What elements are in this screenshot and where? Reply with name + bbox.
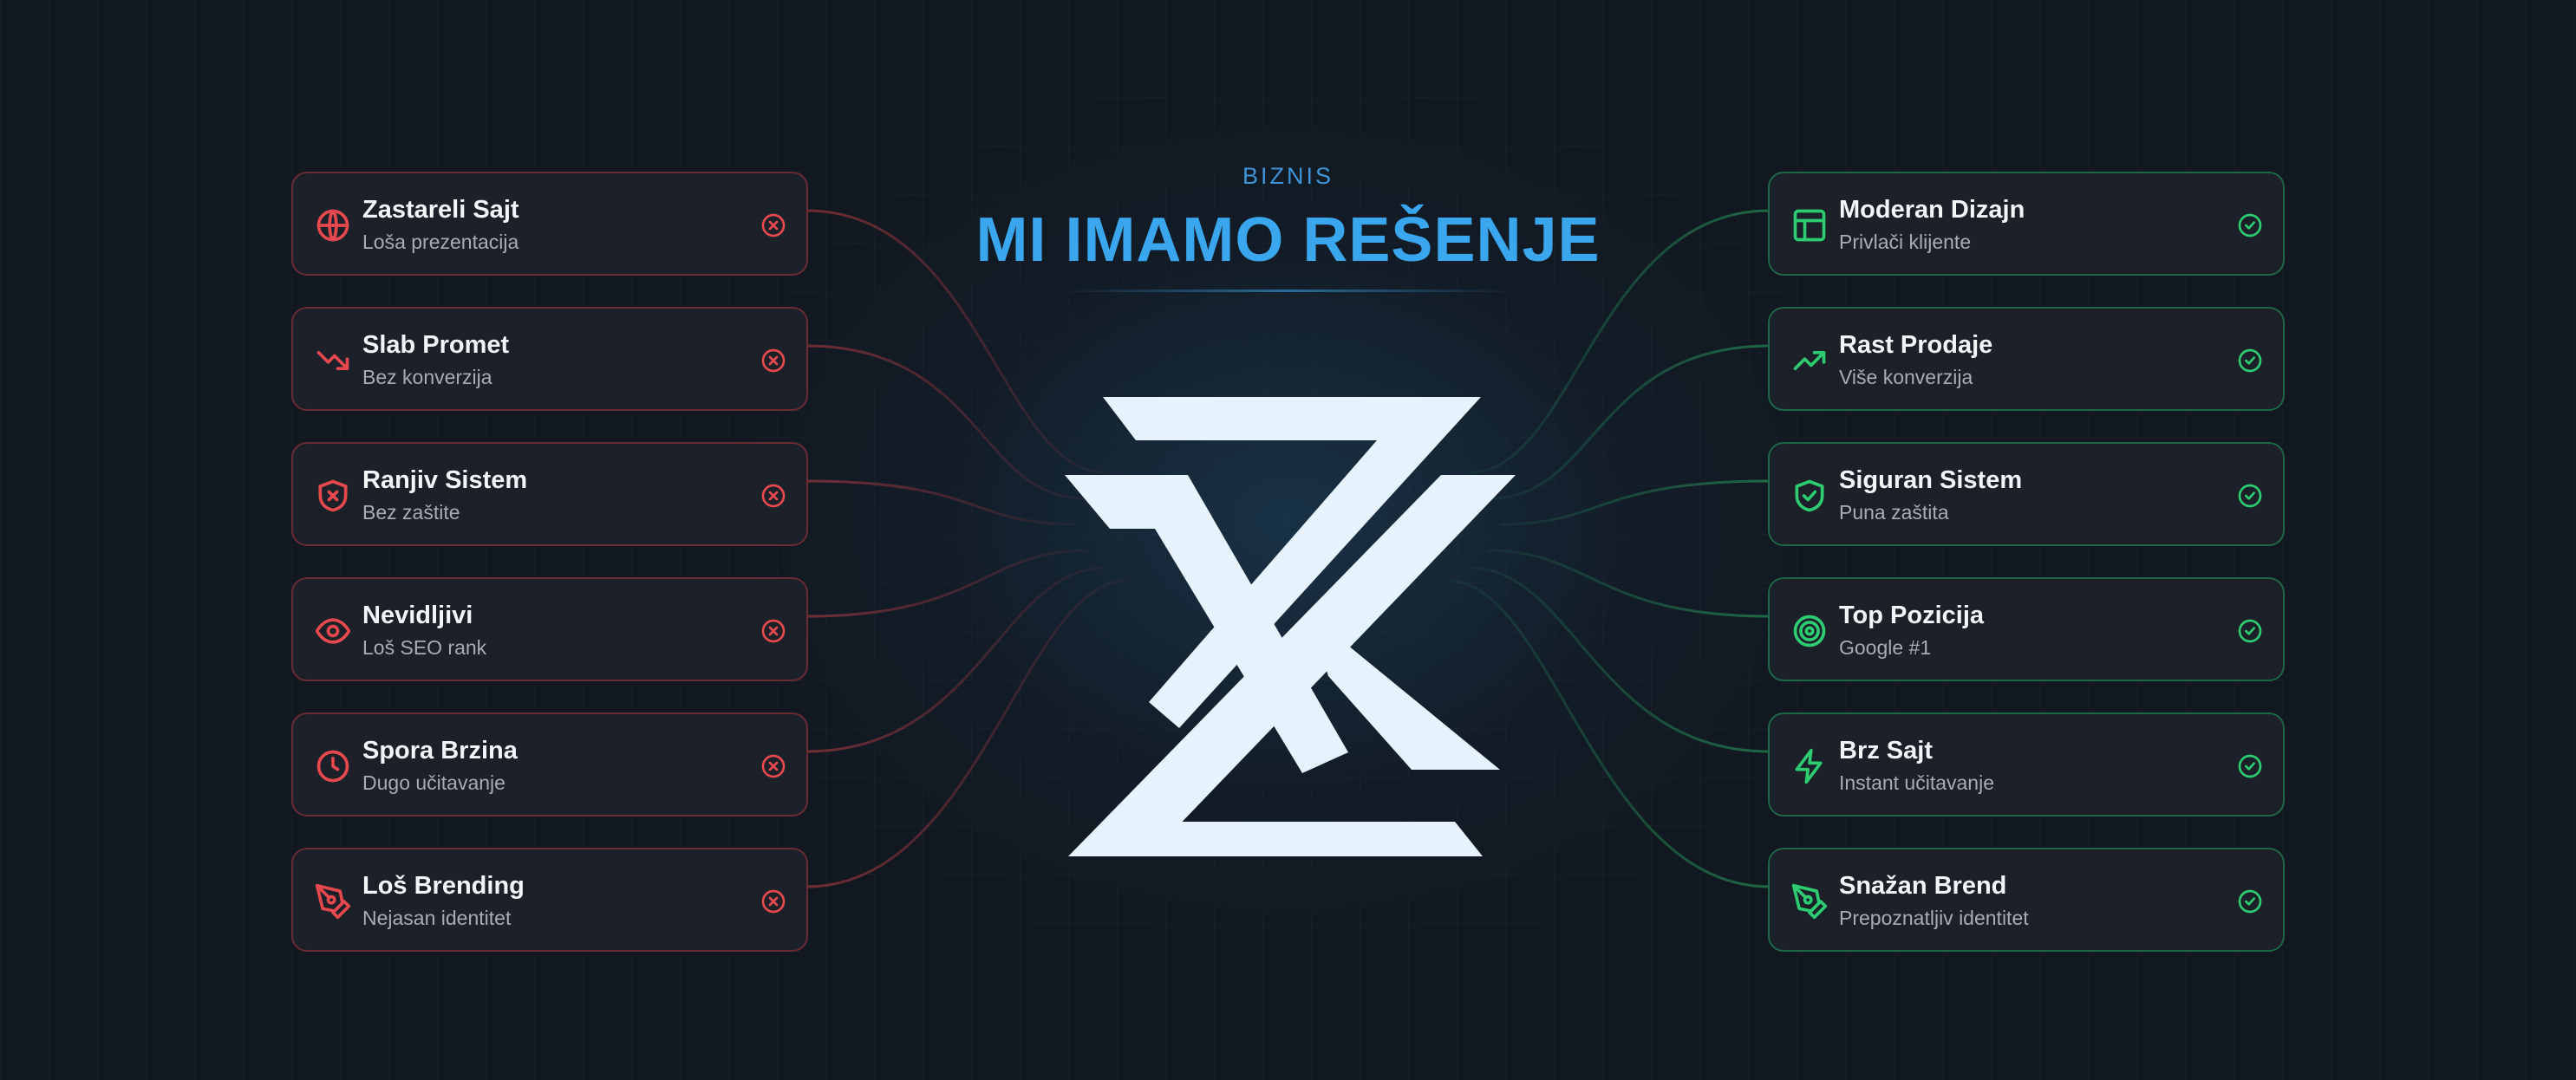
shield-x-icon [318,479,348,512]
x-circle-icon [761,754,786,778]
card-subtitle: Više konverzija [1839,366,1973,388]
card-subtitle: Bez zaštite [362,501,460,524]
card-subtitle: Prepoznatljiv identitet [1839,907,2029,929]
pen-tool-icon [1791,883,1828,920]
target-icon [1793,615,1826,647]
connector-problem-1 [805,209,1106,474]
connector-solution-3 [1499,479,1771,526]
card-title: Siguran Sistem [1839,466,2023,494]
clock-icon [316,750,349,783]
connector-solution-5 [1469,566,1771,753]
logo-stroke-4 [1309,614,1500,770]
card-subtitle: Bez konverzija [362,366,492,388]
connector-solution-1 [1469,209,1771,474]
logo-stroke-5 [1101,822,1483,856]
trending-down-icon [316,351,349,370]
card-subtitle: Dugo učitavanje [362,771,505,794]
card-title: Slab Promet [362,331,510,359]
page-title: MI IMAMO REŠENJE [975,205,1601,275]
card-subtitle: Privlači klijente [1839,231,1972,253]
card-title: Nevidljivi [362,602,473,629]
x-circle-icon [761,619,786,643]
pen-tool-icon [315,883,351,920]
card-title: Zastareli Sajt [362,196,519,224]
check-circle-icon [2238,213,2262,237]
card-subtitle: Loša prezentacija [362,231,519,253]
logo-stroke-3 [1068,475,1516,856]
card-title: Spora Brzina [362,737,518,764]
eye-icon [315,618,351,644]
card-title: Brz Sajt [1839,737,1933,764]
card-subtitle: Google #1 [1839,636,1932,659]
card-title: Snažan Brend [1839,872,2007,900]
layout-icon [1793,209,1826,242]
logo-stroke-1 [1103,397,1481,728]
check-circle-icon [2238,754,2262,778]
x-circle-icon [761,213,786,237]
zap-icon [1795,748,1823,784]
check-circle-icon [2238,348,2262,373]
card-subtitle: Nejasan identitet [362,907,512,929]
connector-problem-2 [805,344,1085,500]
trending-up-icon [1793,351,1826,370]
card-title: Loš Brending [362,872,525,900]
eyebrow-label: BIZNIS [1242,163,1334,189]
connector-solution-2 [1490,344,1771,500]
connector-solution-6 [1447,579,1771,888]
connector-problem-6 [805,579,1128,888]
connector-problem-4 [805,549,1089,618]
x-circle-icon [761,889,786,914]
title-underline [1066,290,1509,292]
check-circle-icon [2238,619,2262,643]
card-subtitle: Instant učitavanje [1839,771,1995,794]
x-circle-icon [761,348,786,373]
card-title: Ranjiv Sistem [362,466,528,494]
card-subtitle: Loš SEO rank [362,636,487,659]
connector-problem-3 [805,479,1076,526]
x-circle-icon [761,484,786,508]
check-circle-icon [2238,484,2262,508]
card-subtitle: Puna zaštita [1839,501,1949,524]
connector-problem-5 [805,566,1106,753]
connector-solution-4 [1486,549,1771,618]
card-title: Moderan Dizajn [1839,196,2025,224]
globe-icon [316,209,349,242]
check-circle-icon [2238,889,2262,914]
card-title: Top Pozicija [1839,602,1985,629]
brand-logo-icon [1065,397,1516,856]
shield-check-icon [1795,479,1824,512]
card-title: Rast Prodaje [1839,331,1993,359]
